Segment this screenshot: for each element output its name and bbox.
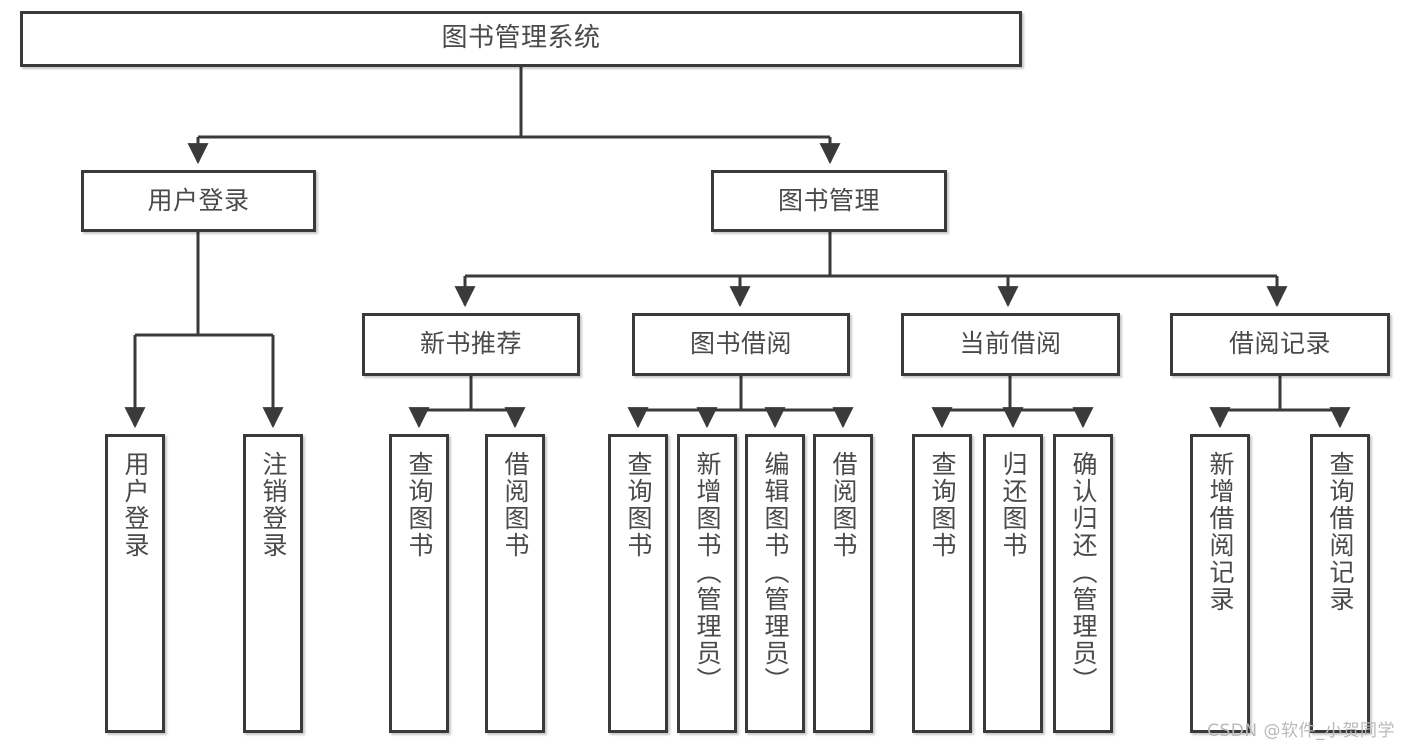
leaf-query-book-3-label: 查询图书 — [928, 451, 957, 559]
leaf-edit-book-label: 编辑图书（管理员） — [761, 451, 790, 694]
node-book-borrow-label: 图书借阅 — [689, 329, 792, 359]
leaf-user-logout[interactable]: 注销登录 — [243, 434, 303, 733]
leaf-query-book-3[interactable]: 查询图书 — [912, 434, 972, 733]
node-book-manage[interactable]: 图书管理 — [711, 170, 947, 232]
leaf-borrow-book-2[interactable]: 借阅图书 — [813, 434, 873, 733]
leaf-confirm-return-label: 确认归还（管理员） — [1069, 451, 1098, 694]
leaf-borrow-book-2-label: 借阅图书 — [829, 451, 858, 559]
node-root[interactable]: 图书管理系统 — [20, 11, 1022, 67]
leaf-edit-book[interactable]: 编辑图书（管理员） — [745, 434, 805, 733]
leaf-query-book-1-label: 查询图书 — [405, 451, 434, 559]
leaf-borrow-book-1-label: 借阅图书 — [501, 451, 530, 559]
leaf-borrow-book-1[interactable]: 借阅图书 — [485, 434, 545, 733]
leaf-query-borrow-record-label: 查询借阅记录 — [1326, 451, 1355, 613]
leaf-return-book-label: 归还图书 — [999, 451, 1028, 559]
node-current-borrow[interactable]: 当前借阅 — [901, 313, 1120, 376]
node-root-label: 图书管理系统 — [441, 23, 601, 54]
node-new-book-recommend[interactable]: 新书推荐 — [362, 313, 580, 376]
leaf-query-book-2-label: 查询图书 — [624, 451, 653, 559]
leaf-user-login-label: 用户登录 — [121, 451, 150, 559]
node-borrow-record-label: 借阅记录 — [1228, 329, 1331, 359]
leaf-user-logout-label: 注销登录 — [259, 451, 288, 559]
node-borrow-record[interactable]: 借阅记录 — [1170, 313, 1390, 376]
leaf-add-book[interactable]: 新增图书（管理员） — [677, 434, 737, 733]
leaf-add-borrow-record[interactable]: 新增借阅记录 — [1190, 434, 1250, 733]
leaf-query-book-1[interactable]: 查询图书 — [389, 434, 449, 733]
leaf-return-book[interactable]: 归还图书 — [983, 434, 1043, 733]
leaf-query-book-2[interactable]: 查询图书 — [608, 434, 668, 733]
leaf-add-borrow-record-label: 新增借阅记录 — [1206, 451, 1235, 613]
leaf-user-login[interactable]: 用户登录 — [105, 434, 165, 733]
node-book-borrow[interactable]: 图书借阅 — [632, 313, 850, 376]
leaf-add-book-label: 新增图书（管理员） — [693, 451, 722, 694]
leaf-query-borrow-record[interactable]: 查询借阅记录 — [1310, 434, 1370, 733]
node-new-book-recommend-label: 新书推荐 — [419, 329, 522, 359]
node-user-login[interactable]: 用户登录 — [81, 170, 316, 232]
node-user-login-label: 用户登录 — [147, 185, 250, 215]
watermark-text: CSDN @软件_小贺同学 — [1207, 721, 1395, 741]
node-book-manage-label: 图书管理 — [777, 185, 880, 215]
node-current-borrow-label: 当前借阅 — [959, 329, 1062, 359]
leaf-confirm-return[interactable]: 确认归还（管理员） — [1053, 434, 1113, 733]
